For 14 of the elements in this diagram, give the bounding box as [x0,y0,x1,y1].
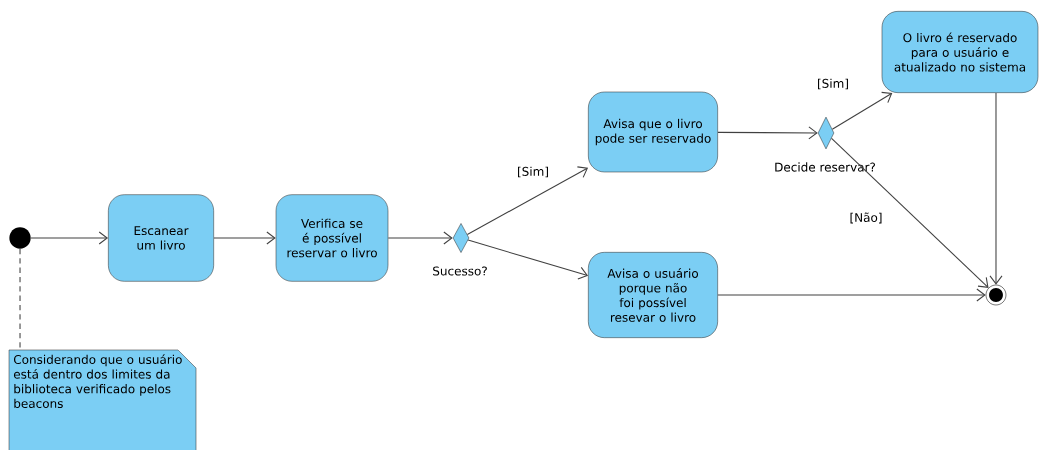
action-box: O livro é reservado para o usuário e atualizado no sistema [881,11,1039,93]
action-box: Avisa que o livro pode ser reservado [588,91,718,173]
end-dot [985,284,1007,306]
edge-label: [Sim] [518,166,548,178]
decision-diamond [452,223,470,253]
action-box: Avisa o usuário porque não foi possível resevar o livro [588,252,718,338]
decision-diamond [817,116,835,150]
note: Considerando que o usuário está dentro dos limites da biblioteca verificado pelos beacons [8,349,197,450]
decision-label: Sucesso? [430,265,490,277]
edge-label: [Sim] [818,78,848,90]
action-box: Verifica se é possível reservar o livro [275,194,389,282]
edge-label: [Não] [850,212,882,224]
start-dot [9,227,31,249]
action-box: Escanear um livro [108,194,214,282]
